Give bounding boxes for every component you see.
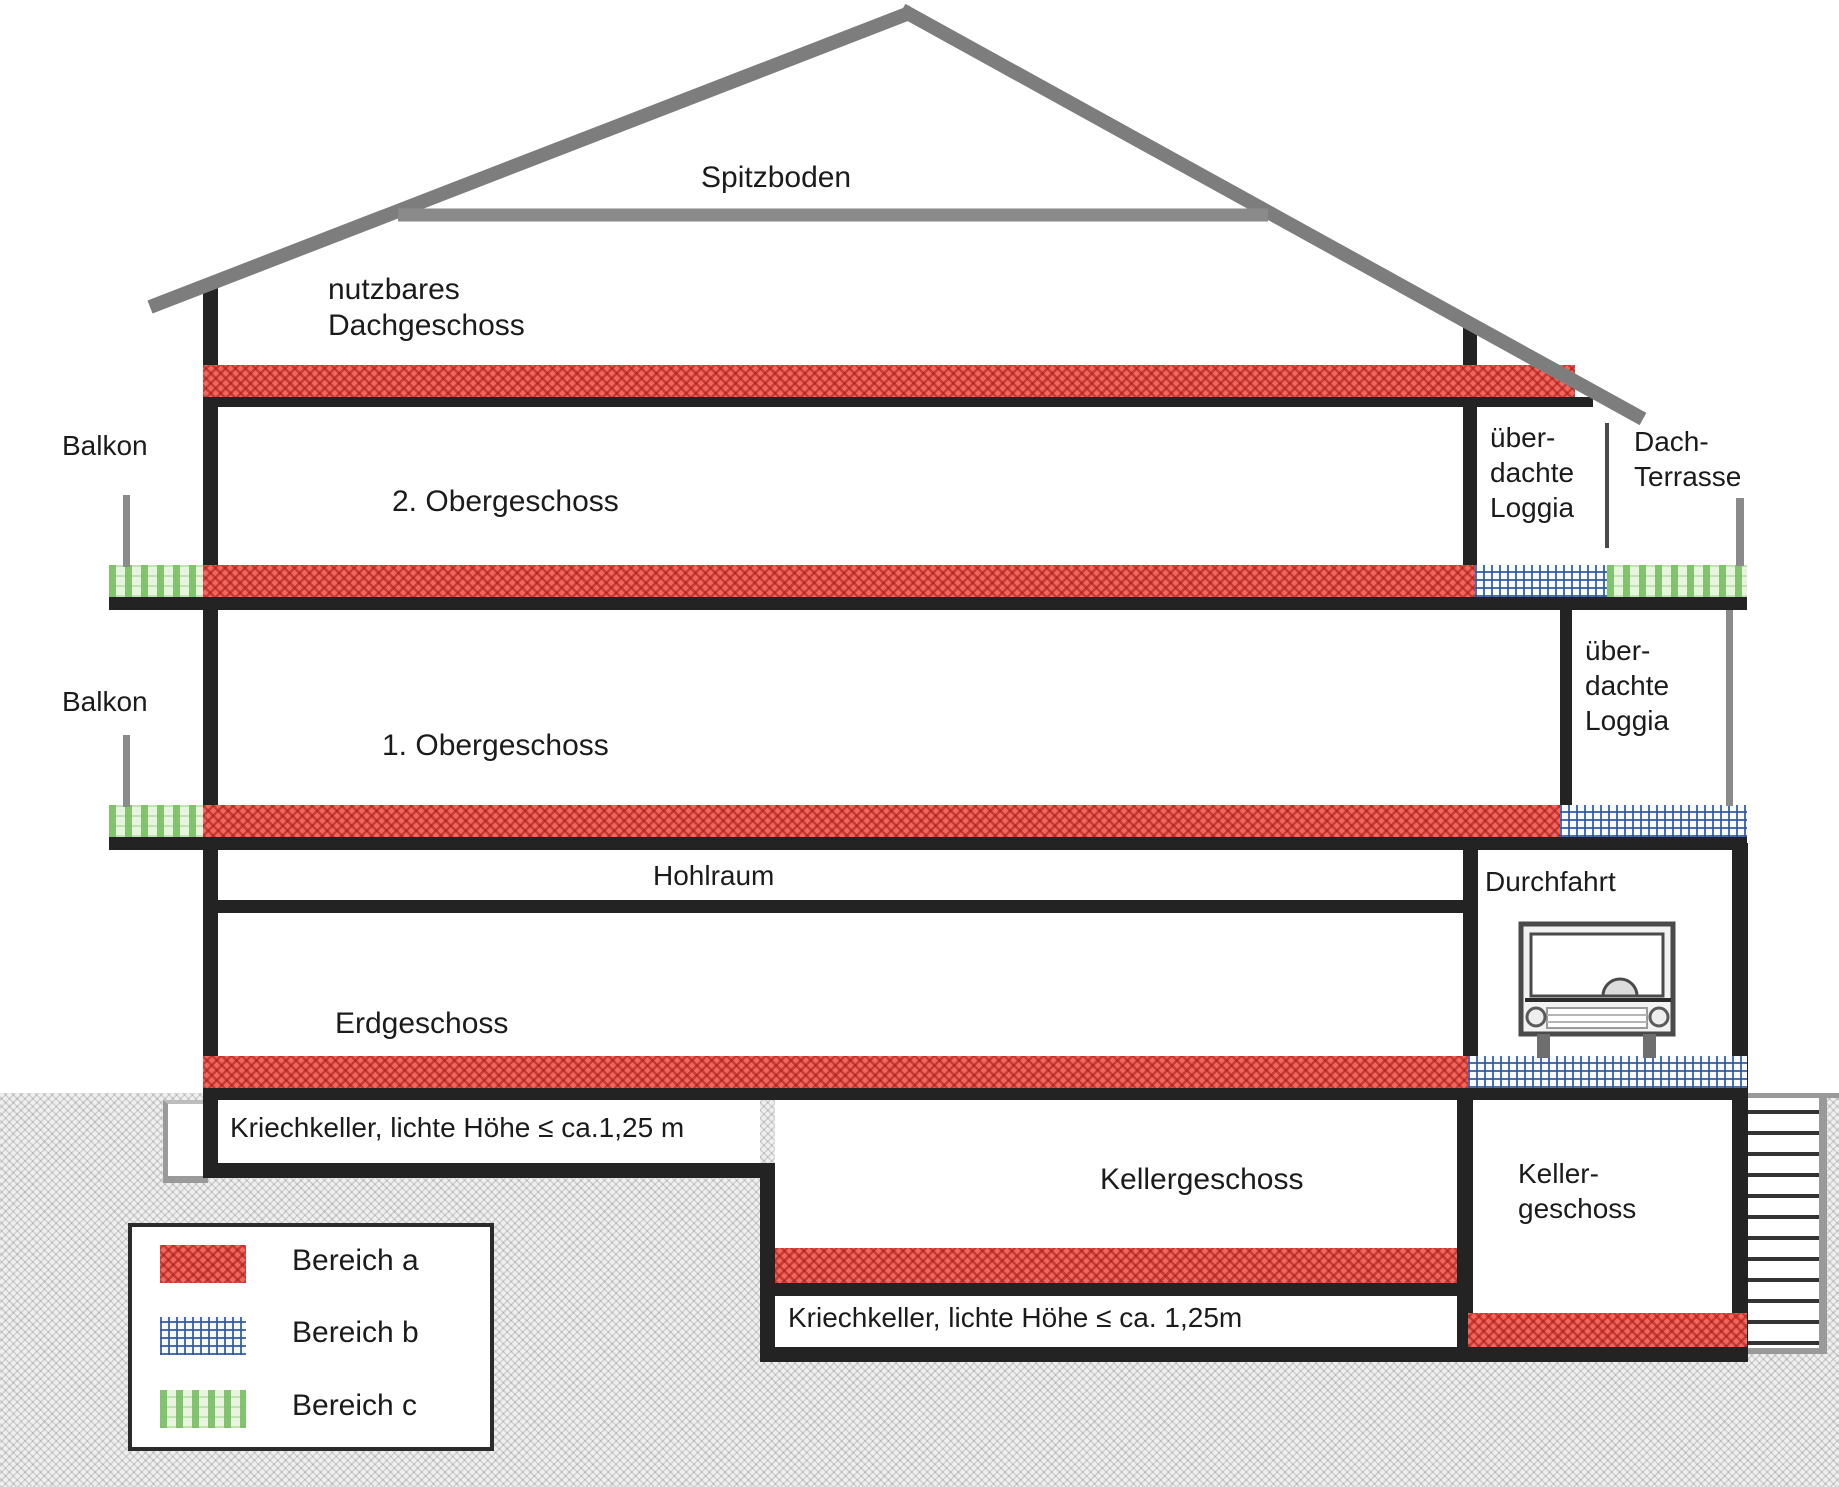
stair-step (1748, 1110, 1819, 1114)
legend-label-bereich-b: Bereich b (292, 1316, 419, 1349)
stair-step (1748, 1194, 1819, 1198)
slab-line-eg (203, 1088, 1748, 1100)
label-dachterrasse-line2: Terrasse (1634, 461, 1742, 492)
stair-step (1748, 1278, 1819, 1282)
stair-step (1748, 1257, 1819, 1261)
band-a-og2-floor (203, 565, 1475, 597)
label-loggia-1og-line1: über- (1585, 635, 1651, 666)
loggia1-railing (1726, 610, 1733, 806)
band-c-dachterrasse-floor (1607, 565, 1747, 597)
label-erdgeschoss: Erdgeschoss (335, 1007, 509, 1040)
label-kellergeschoss-right-line1: Keller- (1518, 1158, 1599, 1189)
label-balkon-2og: Balkon (62, 430, 148, 461)
band-a-dachgeschoss-floor (203, 365, 1575, 397)
label-kellergeschoss-center: Kellergeschoss (1100, 1163, 1304, 1196)
label-loggia-2og-line3: Loggia (1490, 492, 1575, 523)
band-b-loggia1-floor (1560, 805, 1747, 837)
label-loggia-2og-line1: über- (1490, 422, 1556, 453)
left-outer-wall (203, 282, 218, 1178)
balkon1-railing (123, 735, 130, 807)
band-c-balkon1-floor (109, 805, 203, 837)
legend-label-bereich-c: Bereich c (292, 1389, 418, 1422)
stair-step (1748, 1299, 1819, 1303)
stair-step (1748, 1341, 1819, 1345)
label-dachgeschoss: nutzbares Dachgeschoss (328, 272, 525, 344)
dachterrasse-railing (1736, 498, 1744, 566)
label-kriechkeller-upper: Kriechkeller, lichte Höhe ≤ ca.1,25 m (230, 1112, 685, 1143)
slab-line-hohlraum (218, 900, 1463, 913)
car-icon (1518, 921, 1676, 1058)
ground-line-right (1748, 1093, 1839, 1098)
label-loggia-1og-line2: dachte (1585, 670, 1670, 701)
right-outer-wall (1732, 843, 1748, 1360)
label-spitzboden: Spitzboden (701, 161, 852, 194)
basement-center-interior (775, 1093, 1457, 1347)
stair-step (1748, 1236, 1819, 1240)
stair-step (1748, 1152, 1819, 1156)
ground-notch (163, 1100, 208, 1183)
legend: Bereich a Bereich b Bereich c (128, 1223, 494, 1451)
label-dachgeschoss-line2: Dachgeschoss (328, 309, 525, 342)
label-kellergeschoss-right-line2: geschoss (1518, 1193, 1637, 1224)
band-a-kg-right-floor (1468, 1313, 1747, 1347)
band-c-balkon2-floor (109, 565, 203, 597)
band-a-og1-floor (203, 805, 1560, 837)
band-b-durchfahrt-floor (1468, 1056, 1747, 1088)
label-balkon-1og: Balkon (62, 686, 148, 717)
slab-line-basement-bottom (760, 1347, 1748, 1362)
label-kriechkeller-lower: Kriechkeller, lichte Höhe ≤ ca. 1,25m (788, 1302, 1243, 1333)
label-loggia-2og: über- dachte Loggia (1490, 420, 1574, 525)
label-og2: 2. Obergeschoss (392, 485, 619, 518)
slab-line-og1 (109, 837, 1747, 850)
stair-step (1748, 1173, 1819, 1177)
stair-step (1748, 1131, 1819, 1135)
loggia-wall-1og (1560, 607, 1572, 805)
slab-line-og2 (109, 597, 1747, 610)
stairs-area (1748, 1093, 1827, 1353)
label-og1: 1. Obergeschoss (382, 729, 609, 762)
label-loggia-1og-line3: Loggia (1585, 705, 1670, 736)
legend-swatch-bereich-a (160, 1245, 246, 1283)
label-loggia-1og: über- dachte Loggia (1585, 633, 1669, 738)
stairs-bottom (1748, 1348, 1827, 1354)
band-a-kg-center-floor (775, 1248, 1457, 1283)
label-dachterrasse: Dach- Terrasse (1634, 424, 1741, 494)
basement-right-room-wall (1457, 1100, 1473, 1360)
balkon2-railing (123, 495, 130, 567)
label-dachgeschoss-line1: nutzbares (328, 273, 460, 306)
label-loggia-2og-line2: dachte (1490, 457, 1575, 488)
stair-step (1748, 1215, 1819, 1219)
label-separator-line (1605, 423, 1609, 548)
durchfahrt-left-wall (1463, 848, 1478, 1058)
basement-right-interior (1473, 1093, 1732, 1347)
stair-step (1748, 1320, 1819, 1324)
label-dachterrasse-line1: Dach- (1634, 426, 1709, 457)
band-b-loggia2-floor (1475, 565, 1607, 597)
basement-step-wall (760, 1163, 775, 1362)
roof-right-slope (898, 3, 1647, 426)
band-a-eg-floor (203, 1056, 1468, 1088)
slab-line-crawl-left-bottom (203, 1163, 775, 1178)
label-hohlraum: Hohlraum (653, 860, 775, 891)
legend-label-bereich-a: Bereich a (292, 1244, 419, 1277)
label-durchfahrt: Durchfahrt (1485, 866, 1616, 897)
legend-swatch-bereich-b (160, 1317, 246, 1355)
stairs-right-stringer (1819, 1093, 1827, 1353)
crawlspace-left-interior (218, 1093, 760, 1163)
slab-line-kg-center (775, 1283, 1457, 1296)
legend-swatch-bereich-c (160, 1390, 246, 1428)
roof-left-slope (147, 5, 915, 314)
label-kellergeschoss-right: Keller- geschoss (1518, 1156, 1636, 1226)
slab-line-dg (203, 397, 1593, 407)
